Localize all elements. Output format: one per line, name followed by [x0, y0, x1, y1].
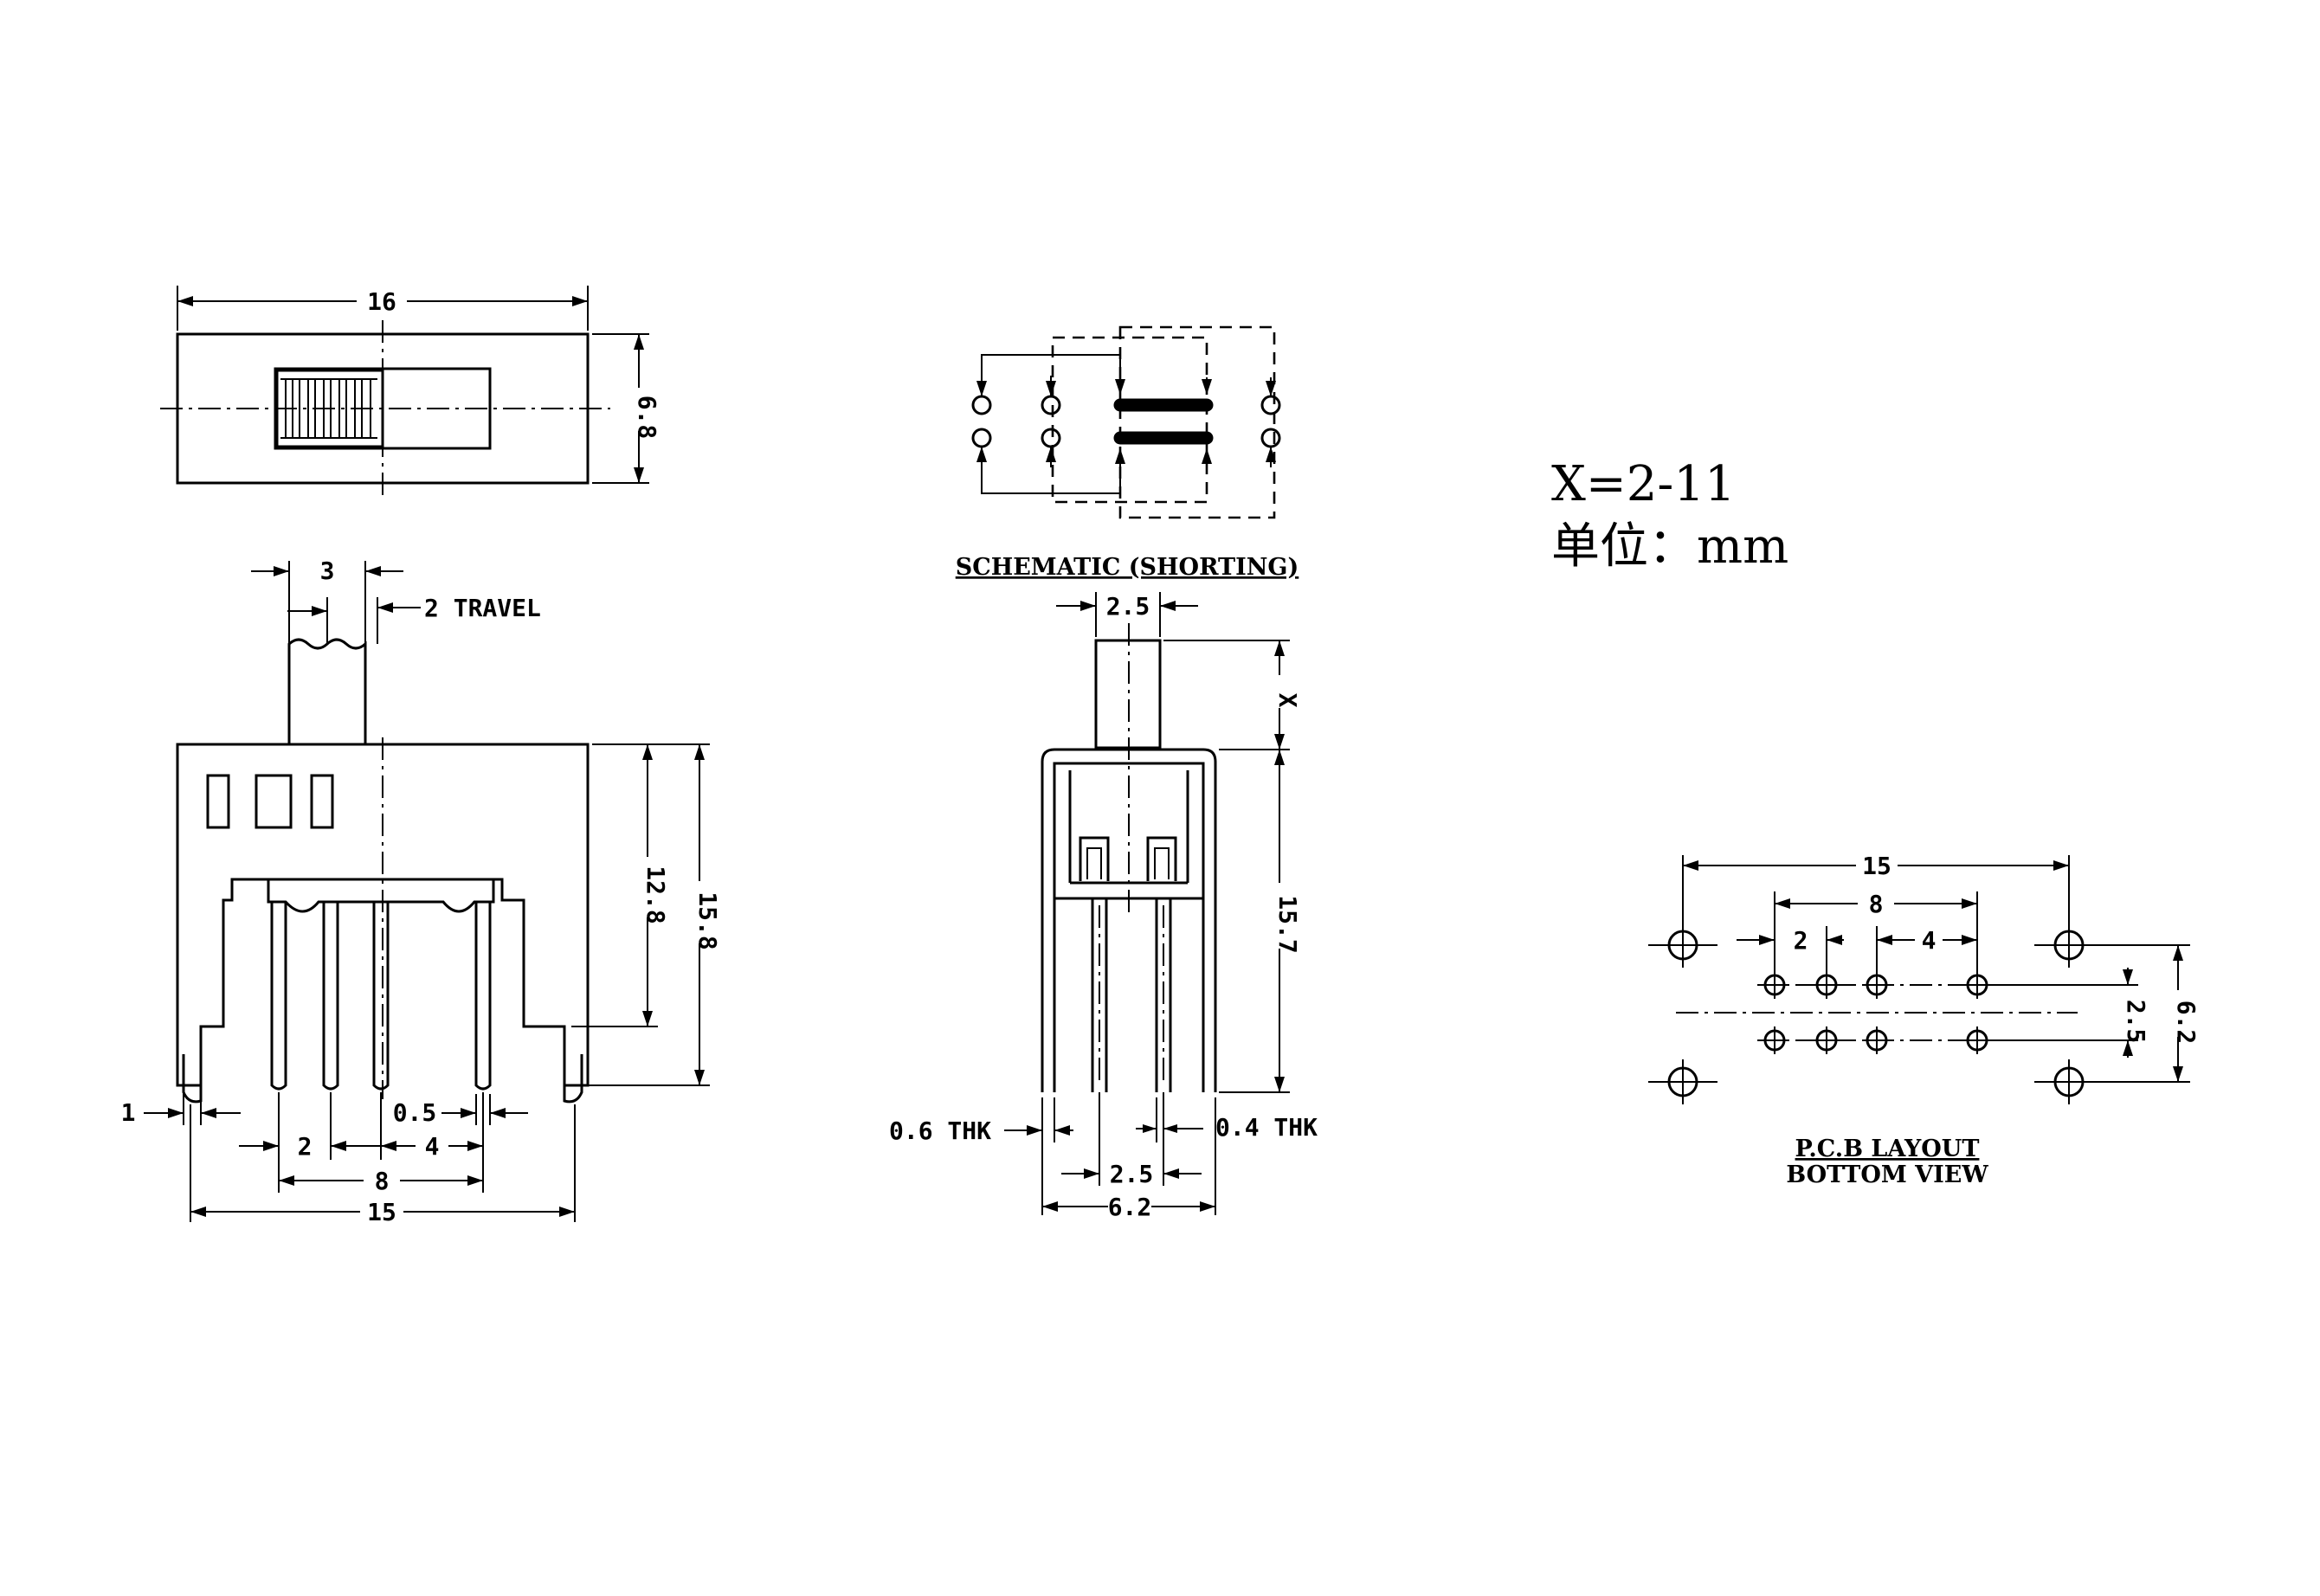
pin-2: [322, 902, 339, 1091]
pcb-dim-8: 8: [1869, 890, 1884, 918]
dim-side-height: 15.7: [1273, 895, 1302, 953]
top-view: 16 6.8: [160, 286, 661, 497]
dim-knob-width: 3: [320, 557, 335, 585]
dim-side-width: 6.2: [1108, 1193, 1152, 1221]
notes: X=2-11 单位：mm: [1551, 456, 1788, 575]
pin-holes: [1761, 971, 1991, 1054]
dim-front-height-1: 12.8: [641, 866, 670, 923]
mount-hole-tl: [1648, 923, 1717, 968]
front-housing: [176, 743, 590, 1087]
dim-width-15: 15: [367, 1198, 396, 1226]
contact-2a: [1041, 395, 1061, 415]
contact-1b: [971, 428, 992, 448]
left-terminal: [182, 1054, 203, 1104]
pcb-dim-2-5: 2.5: [2122, 1000, 2150, 1044]
side-view: 2.5 X 15.7 0.6 THK 0.4 THK: [889, 592, 1318, 1221]
dim-side-pitch: 2.5: [1110, 1160, 1154, 1188]
side-actuator: [1094, 639, 1162, 750]
pcb-dim-15: 15: [1862, 852, 1891, 880]
dim-pitch-8: 8: [375, 1167, 390, 1195]
right-terminal: [563, 1054, 583, 1104]
pin-4: [474, 902, 492, 1091]
dim-pitch-2: 2: [298, 1132, 313, 1161]
dim-left-1: 1: [121, 1098, 136, 1127]
front-window-3: [310, 774, 334, 829]
dim-pitch-4: 4: [425, 1132, 440, 1161]
pcb-caption-2: BOTTOM VIEW: [1786, 1162, 1988, 1188]
contact-4b: [1260, 428, 1281, 448]
contact-2b: [1041, 428, 1061, 448]
front-window-2: [255, 774, 293, 829]
dim-thk-06: 0.6 THK: [889, 1117, 991, 1145]
pin-3: [372, 902, 390, 1091]
dim-thk-04: 0.4 THK: [1215, 1113, 1318, 1142]
contact-1a: [971, 395, 992, 415]
side-contact-right: [1146, 836, 1177, 881]
side-contact-left: [1079, 836, 1110, 881]
contact-4a: [1260, 395, 1281, 415]
side-housing-inner: [1053, 762, 1205, 1092]
dim-side-x: X: [1273, 693, 1302, 708]
front-ledge: [267, 879, 495, 913]
dim-top-height: 6.8: [633, 396, 661, 440]
dim-pin-thk: 0.5: [393, 1098, 437, 1127]
pcb-dim-2: 2: [1794, 926, 1808, 955]
schematic-caption: SCHEMATIC (SHORTING): [956, 554, 1299, 581]
dim-front-height-2: 15.8: [693, 891, 722, 949]
dim-top-width: 16: [367, 287, 396, 316]
pcb-caption-1: P.C.B LAYOUT: [1795, 1136, 1980, 1162]
schematic: SCHEMATIC (SHORTING): [956, 325, 1299, 581]
pcb-dim-6-2: 6.2: [2172, 1001, 2201, 1045]
mount-hole-bl: [1648, 1059, 1717, 1104]
unit-note: 单位：mm: [1551, 518, 1788, 575]
front-actuator: [287, 638, 367, 744]
dim-side-knob: 2.5: [1106, 592, 1150, 621]
front-window-1: [206, 774, 230, 829]
front-view: 3 2 TRAVEL 12.8 15.8 1: [121, 557, 722, 1226]
side-housing-outer: [1041, 748, 1217, 1092]
schematic-dashed-box-2: [1118, 325, 1276, 519]
x-range-note: X=2-11: [1551, 456, 1736, 512]
pcb-layout: 15 8 2 4 2.5 6.: [1648, 852, 2201, 1188]
pcb-dim-4: 4: [1922, 926, 1937, 955]
dim-travel: 2 TRAVEL: [424, 594, 541, 622]
pin-1: [270, 902, 287, 1091]
schematic-dashed-box-1: [1051, 336, 1208, 504]
